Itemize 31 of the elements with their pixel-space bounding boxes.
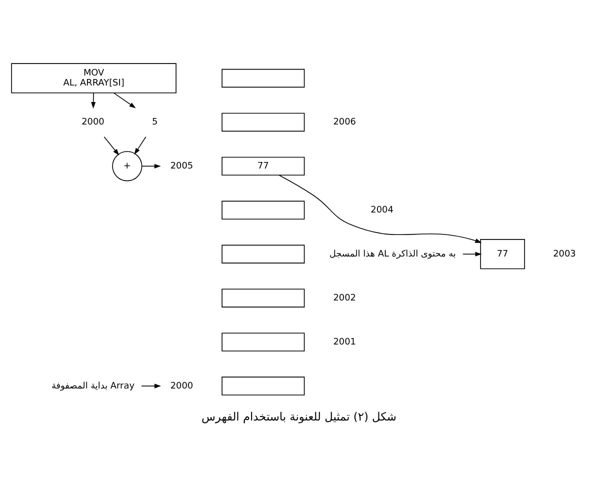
arrow (134, 136, 146, 154)
arrow (462, 251, 482, 256)
label: 2004 (370, 204, 394, 215)
node-box (222, 112, 305, 132)
node-text: 2005 (170, 160, 194, 171)
node-text: هذا المسجل AL به محتوى الذاكرة (329, 248, 456, 259)
arrow (142, 163, 161, 168)
node-text: 5 (152, 116, 158, 127)
label: 2002 (333, 292, 356, 303)
arrow (141, 383, 161, 388)
node-text: 2000 (82, 116, 104, 127)
arrow (113, 92, 136, 108)
label: 2006 (333, 116, 356, 127)
label: 2003 (553, 248, 576, 259)
node-box (222, 68, 305, 88)
caption: شكل (٢) تمثيل للعنونة باستخدام الفهرس (202, 408, 396, 423)
node-box (222, 244, 305, 263)
node-text: بداية المصفوفة Array (51, 380, 135, 391)
label: 2001 (333, 336, 356, 347)
node-box (222, 332, 305, 351)
node-box: 77 (222, 156, 305, 176)
node-box (222, 200, 305, 220)
node-box: MOV AL, ARRAY[SI] (11, 62, 176, 93)
node-box (222, 376, 305, 395)
arrow (104, 136, 120, 155)
arrow (91, 92, 96, 108)
node-box (222, 288, 305, 307)
node-text: 2000 (170, 380, 194, 391)
arrow (278, 174, 482, 242)
node-box: 77 (480, 238, 525, 269)
node-circle: + (112, 150, 142, 181)
